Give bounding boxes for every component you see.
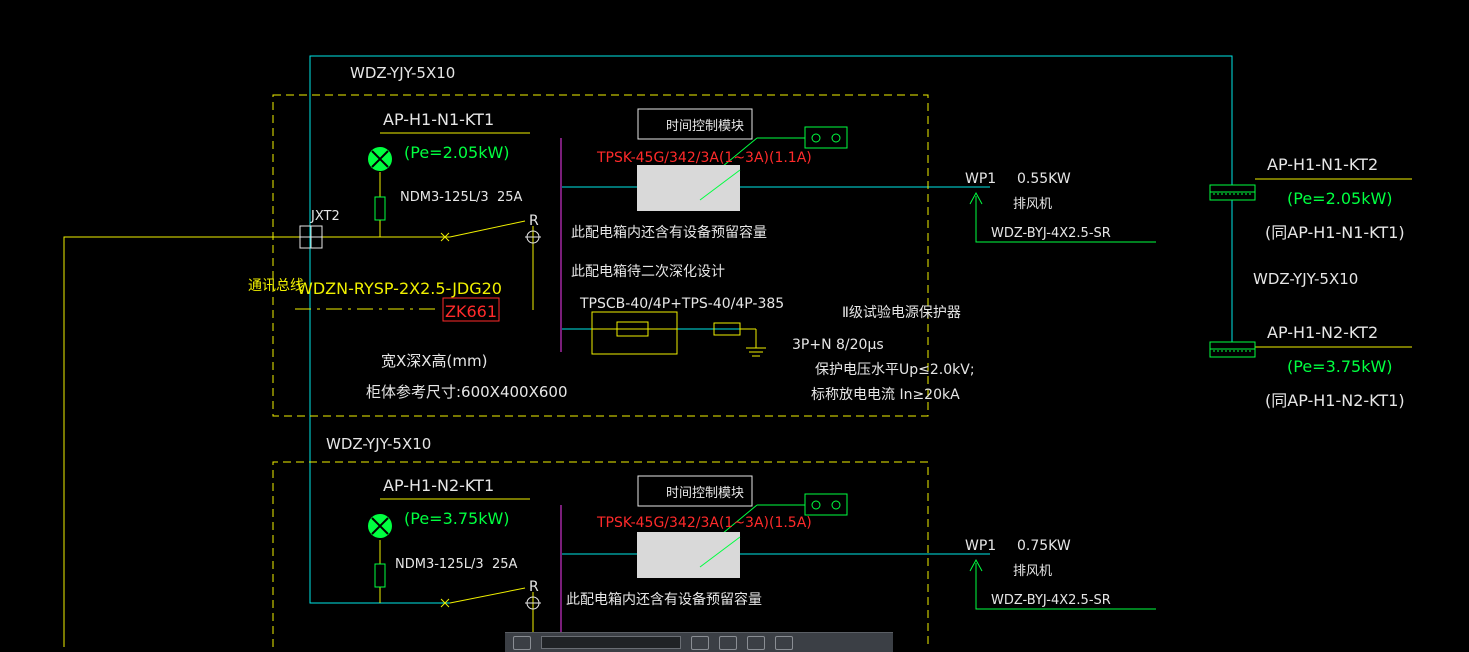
yellow-bus-lines	[63, 132, 1412, 647]
panel1-spd-title: Ⅱ级试验电源保护器	[842, 305, 961, 321]
panel2-reserve-note: 此配电箱内还含有设备预留容量	[566, 591, 762, 608]
panel1-out-cable: WDZ-BYJ-4X2.5-SR	[991, 226, 1111, 241]
kt2-n1-name: AP-H1-N1-KT2	[1267, 155, 1378, 174]
indicator-lamp-2	[368, 514, 392, 538]
panel-outlines	[272, 94, 929, 647]
contactor-block-2	[637, 532, 740, 578]
panel2-power: (Pe=3.75kW)	[404, 509, 510, 528]
panel1-time-module: 时间控制模块	[666, 119, 744, 134]
meter-r-2	[525, 596, 541, 610]
panel1-spd-voltage: 保护电压水平Up≤2.0kV;	[815, 362, 975, 378]
bottom-floating-toolbar[interactable]	[505, 632, 893, 652]
contactor-block-1	[637, 165, 740, 211]
panel1-out-power: 0.55KW	[1017, 171, 1071, 187]
panel1-zk-label: ZK661	[445, 302, 497, 321]
panel2-outline	[272, 461, 929, 647]
panel2-breaker-current: 25A	[492, 557, 518, 572]
meter-r-1	[525, 230, 541, 244]
middle-cable-label: WDZ-YJY-5X10	[326, 435, 431, 453]
zk-box	[442, 297, 500, 322]
toolbar-layer-icon[interactable]	[513, 635, 531, 650]
top-cable-label: WDZ-YJY-5X10	[350, 64, 455, 82]
panel2-out-cable: WDZ-BYJ-4X2.5-SR	[991, 593, 1111, 608]
time-module-box-1	[637, 108, 753, 140]
panel1-comm-label: 通讯总线	[248, 278, 304, 294]
panel2-name: AP-H1-N2-KT1	[383, 476, 494, 495]
time-module-box-2	[637, 475, 753, 507]
panel2-time-module: 时间控制模块	[666, 486, 744, 501]
toolbar-tool-icon-1[interactable]	[691, 635, 709, 650]
kt2-n1-symbol	[1209, 184, 1256, 201]
panel1-out-circuit: WP1	[965, 171, 996, 187]
panel1-power: (Pe=2.05kW)	[404, 143, 510, 162]
indicator-lamp-1	[368, 147, 392, 171]
kt2-n2-symbol	[1209, 341, 1256, 358]
kt2-n1-power: (Pe=2.05kW)	[1287, 189, 1393, 208]
panel2-out-circuit: WP1	[965, 538, 996, 554]
panel2-contactor: TPSK-45G/342/3A(1~3A)(1.5A)	[596, 515, 812, 531]
kt2-n1-same-as: (同AP-H1-N1-KT1)	[1265, 223, 1405, 242]
fuse-1	[374, 196, 386, 221]
panel2-meter-label: R	[529, 579, 539, 595]
panel1-breaker: NDM3-125L/3	[400, 190, 489, 205]
panel1-outline	[272, 94, 929, 417]
panel2-breaker: NDM3-125L/3	[395, 557, 484, 572]
panel2-out-power: 0.75KW	[1017, 538, 1071, 554]
panel1-out-load: 排风机	[1013, 197, 1052, 212]
fuse-2	[374, 563, 386, 588]
panel1-comm-cable: WDZN-RYSP-2X2.5-JDG20	[297, 279, 502, 298]
breaker-x-marks	[440, 232, 450, 608]
kt2-n2-name: AP-H1-N2-KT2	[1267, 323, 1378, 342]
panel1-name: AP-H1-N1-KT1	[383, 110, 494, 129]
panel1-meter-label: R	[529, 213, 539, 229]
kt2-n2-power: (Pe=3.75kW)	[1287, 357, 1393, 376]
panel1-spd-model: TPSCB-40/4P+TPS-40/4P-385	[579, 296, 784, 312]
panel1-reserve-note: 此配电箱内还含有设备预留容量	[571, 224, 767, 241]
right-cable-label: WDZ-YJY-5X10	[1253, 270, 1358, 288]
relay-contacts	[811, 133, 841, 510]
toolbar-tool-icon-4[interactable]	[775, 635, 793, 650]
panel1-junction: JXT2	[310, 209, 340, 224]
panel1-breaker-current: 25A	[497, 190, 523, 205]
panel1-contactor: TPSK-45G/342/3A(1~3A)(1.1A)	[596, 150, 812, 166]
panel1-spd-current: 标称放电电流 In≥20kA	[811, 387, 960, 403]
panel1-spd-spec: 3P+N 8/20μs	[792, 337, 884, 353]
toolbar-tool-icon-2[interactable]	[719, 635, 737, 650]
toolbar-tool-icon-3[interactable]	[747, 635, 765, 650]
kt2-n2-same-as: (同AP-H1-N2-KT1)	[1265, 391, 1405, 410]
panel1-dim-value: 柜体参考尺寸:600X400X600	[366, 383, 568, 401]
panel1-design-note: 此配电箱待二次深化设计	[571, 264, 725, 280]
panel2-out-load: 排风机	[1013, 564, 1052, 579]
panel1-dim-label: 宽X深X高(mm)	[381, 352, 487, 370]
toolbar-layer-field[interactable]	[541, 636, 681, 649]
